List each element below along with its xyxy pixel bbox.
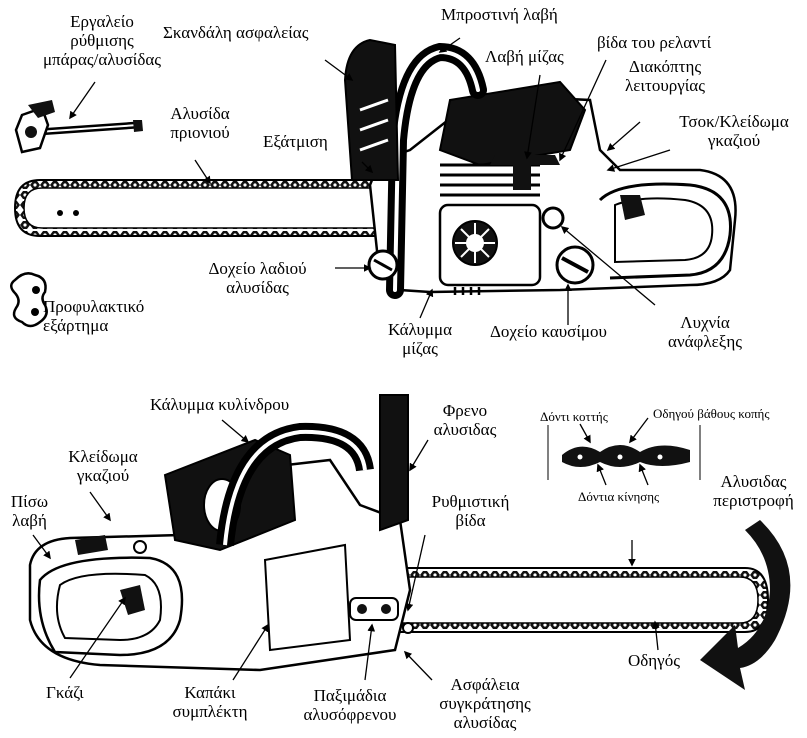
label-saw-chain: Αλυσίδα πριονιού	[150, 104, 250, 142]
label-throttle-lock-line2: γκαζιού	[48, 466, 158, 485]
label-tool-line2: ρύθμισης	[28, 31, 176, 50]
label-chain-brake: Φρενο αλυσιδας	[415, 401, 515, 439]
label-oil-tank: Δοχείο λαδιού αλυσίδας	[185, 259, 330, 297]
label-on-off-switch: Διακόπτης λειτουργίας	[610, 57, 720, 95]
label-chain-catcher-line2: συγκράτησης	[420, 694, 550, 713]
label-adjust-screw-line1: Ρυθμιστική	[408, 492, 533, 511]
label-tool: Εργαλείο ρύθμισης μπάρας/αλυσίδας	[28, 12, 176, 69]
label-spark-plug-line2: ανάφλεξης	[640, 332, 770, 351]
label-front-handle: Μπροστινή λαβή	[441, 5, 558, 24]
label-chain-rotation-line1: Αλυσιδας	[700, 472, 807, 491]
label-starter-cover: Κάλυμμα μίζας	[365, 320, 475, 358]
top-guide-bar	[15, 180, 395, 236]
label-saw-chain-line2: πριονιού	[150, 123, 250, 142]
label-oil-tank-line2: αλυσίδας	[185, 278, 330, 297]
label-tool-line1: Εργαλείο	[28, 12, 176, 31]
bottom-guide-bar	[390, 568, 768, 632]
label-brake-nuts: Παξιμάδια αλυσόφρενου	[285, 686, 415, 724]
label-fuel-tank: Δοχείο καυσίμου	[490, 322, 607, 341]
label-cylinder-cover: Κάλυμμα κυλίνδρου	[150, 395, 289, 414]
label-clutch-cover-line1: Καπάκι	[160, 683, 260, 702]
label-choke-lock-line1: Τσοκ/Κλείδωμα	[665, 112, 803, 131]
label-saw-chain-line1: Αλυσίδα	[150, 104, 250, 123]
label-on-off-switch-line1: Διακόπτης	[610, 57, 720, 76]
label-drive-teeth: Δόντια κίνησης	[578, 489, 659, 504]
label-idle-screw: βίδα του ρελαντί	[597, 33, 711, 52]
label-guard-part-line1: Προφυλακτικό	[43, 297, 144, 316]
label-chain-brake-line2: αλυσιδας	[415, 420, 515, 439]
label-starter-cover-line1: Κάλυμμα	[365, 320, 475, 339]
label-chain-catcher: Ασφάλεια συγκράτησης αλυσίδας	[420, 675, 550, 732]
label-chain-rotation: Αλυσιδας περιστροφή	[700, 472, 807, 510]
label-choke-lock-line2: γκαζιού	[665, 131, 803, 150]
label-rear-handle-line1: Πίσω	[2, 492, 57, 511]
label-spark-plug-line1: Λυχνία	[640, 313, 770, 332]
label-clutch-cover-line2: συμπλέκτη	[160, 702, 260, 721]
label-adjust-screw: Ρυθμιστική βίδα	[408, 492, 533, 530]
label-guard-part: Προφυλακτικό εξάρτημα	[43, 297, 144, 335]
label-rear-handle-line2: λαβή	[2, 511, 57, 530]
label-throttle: Γκάζι	[46, 683, 84, 702]
label-clutch-cover: Καπάκι συμπλέκτη	[160, 683, 260, 721]
label-tool-line3: μπάρας/αλυσίδας	[28, 50, 176, 69]
label-brake-nuts-line1: Παξιμάδια	[285, 686, 415, 705]
label-throttle-lock: Κλείδωμα γκαζιού	[48, 447, 158, 485]
label-exhaust: Εξάτμιση	[263, 132, 328, 151]
label-starter-cover-line2: μίζας	[365, 339, 475, 358]
label-chain-catcher-line1: Ασφάλεια	[420, 675, 550, 694]
chainsaw-bottom	[30, 395, 768, 670]
label-choke-lock: Τσοκ/Κλείδωμα γκαζιού	[665, 112, 803, 150]
label-oil-tank-line1: Δοχείο λαδιού	[185, 259, 330, 278]
wrench-icon	[16, 100, 143, 152]
label-safety-trigger: Σκανδάλη ασφαλείας	[163, 23, 308, 42]
label-guard-part-line2: εξάρτημα	[43, 316, 144, 335]
label-spark-plug: Λυχνία ανάφλεξης	[640, 313, 770, 351]
label-brake-nuts-line2: αλυσόφρενου	[285, 705, 415, 724]
label-on-off-switch-line2: λειτουργίας	[610, 76, 720, 95]
label-chain-catcher-line3: αλυσίδας	[420, 713, 550, 732]
chain-detail	[548, 425, 700, 480]
label-adjust-screw-line2: βίδα	[408, 511, 533, 530]
label-tooth-cutter: Δόντι κοττής	[540, 409, 608, 424]
label-starter-handle: Λαβή μίζας	[485, 47, 564, 66]
label-rear-handle: Πίσω λαβή	[2, 492, 57, 530]
label-depth-gauge: Οδηγού βάθους κοπής	[653, 406, 770, 421]
label-guide-bar: Οδηγός	[628, 651, 680, 670]
label-chain-rotation-line2: περιστροφή	[700, 491, 807, 510]
chain-link-icon	[11, 273, 46, 326]
label-chain-brake-line1: Φρενο	[415, 401, 515, 420]
label-throttle-lock-line1: Κλείδωμα	[48, 447, 158, 466]
